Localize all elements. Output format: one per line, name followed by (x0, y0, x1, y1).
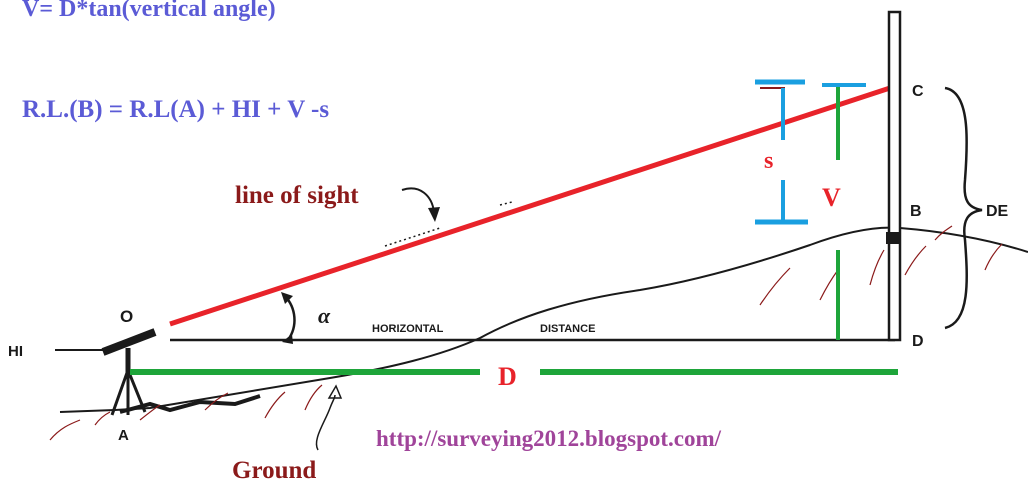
angle-arrow-top (281, 292, 293, 304)
d-measure-label: D (498, 362, 517, 391)
theodolite-instrument (101, 328, 157, 416)
ground-hatching (119, 394, 261, 414)
ground-ticks (49, 225, 1003, 441)
de-brace (944, 86, 983, 330)
formula-reduced-level: R.L.(B) = R.L(A) + HI + V -s (22, 96, 329, 123)
distance-label: DISTANCE (540, 323, 595, 335)
line-of-sight-arrowhead (428, 207, 440, 222)
ground-profile (59, 226, 1028, 413)
ground-leader-arrow (327, 384, 343, 399)
ground-leader (315, 394, 336, 451)
source-url: http://surveying2012.blogspot.com/ (376, 426, 722, 451)
point-c-label: C (912, 83, 924, 100)
point-b-label: B (910, 203, 922, 220)
point-a-label: A (118, 427, 129, 444)
line-of-sight (169, 85, 891, 327)
horizontal-label: HORIZONTAL (372, 323, 444, 335)
point-o-label: O (120, 307, 133, 326)
de-label: DE (986, 203, 1009, 220)
line-of-sight-label: line of sight (235, 182, 359, 209)
sight-line-texture (384, 201, 513, 247)
formula-vertical-distance: V= D*tan(vertical angle) (22, 0, 276, 22)
angle-arrow-bottom (282, 334, 293, 344)
staff-foot (886, 232, 900, 244)
hi-label: HI (8, 343, 23, 360)
vertical-angle-arc (284, 295, 296, 341)
v-measure-label: V (822, 183, 841, 212)
s-measure-label: s (764, 148, 773, 174)
point-d-label: D (912, 333, 924, 350)
levelling-staff (887, 10, 902, 342)
ground-label: Ground (232, 457, 316, 484)
alpha-label: α (318, 303, 331, 328)
